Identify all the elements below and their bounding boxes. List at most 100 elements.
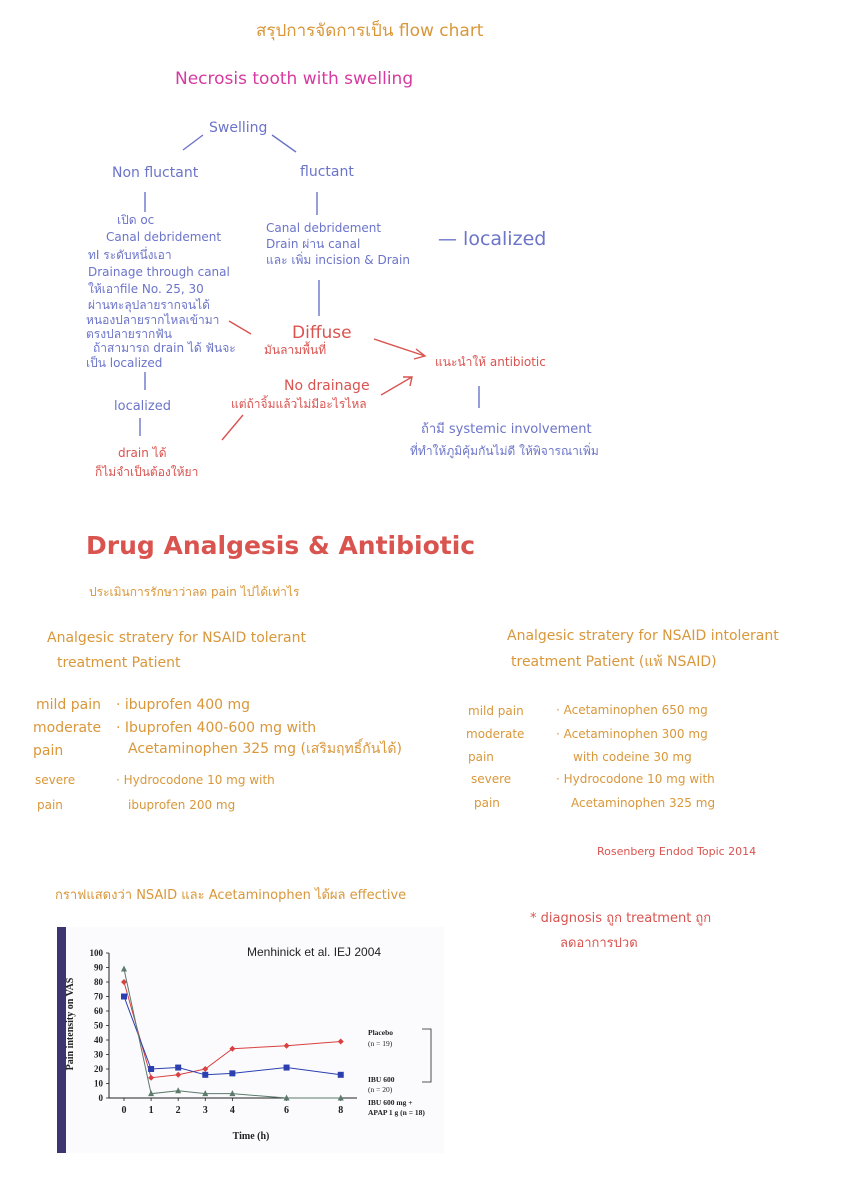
intolerant-heading-1: Analgesic stratery for NSAID intolerant xyxy=(507,628,779,644)
dose-label: pain xyxy=(468,750,494,764)
x-tick-label: 6 xyxy=(284,1105,289,1116)
x-tick-label: 2 xyxy=(176,1105,181,1116)
data-point xyxy=(337,1071,344,1078)
legend-ibu: IBU 600 xyxy=(368,1075,395,1084)
data-point xyxy=(229,1070,236,1077)
data-point xyxy=(202,1066,209,1072)
note-line: ผ่านทะลุปลายรากจนได้ xyxy=(88,298,210,312)
note-line: Canal debridement xyxy=(106,230,222,244)
data-point xyxy=(283,1094,290,1101)
localized-label: — localized xyxy=(438,228,547,250)
y-tick-label: 70 xyxy=(94,992,104,1002)
pain-chart: Menhinick et al. IEJ 2004 Time (h) Pain … xyxy=(57,927,444,1153)
y-tick-label: 40 xyxy=(94,1035,104,1045)
x-tick-label: 0 xyxy=(122,1105,127,1116)
flowchart-lines xyxy=(139,134,480,441)
dose-label: severe xyxy=(471,772,512,786)
data-point xyxy=(121,965,127,972)
series-line xyxy=(123,968,341,1099)
chart-title: Menhinick et al. IEJ 2004 xyxy=(247,945,381,959)
legend-placebo: Placebo xyxy=(368,1028,393,1037)
note-line-1: * diagnosis ถูก treatment ถูก xyxy=(530,911,712,926)
fluctant-note-3: และ เพิ่ม incision & Drain xyxy=(266,253,410,267)
dose-value: · Acetaminophen 650 mg xyxy=(556,703,708,717)
data-point xyxy=(283,1064,290,1071)
series-line xyxy=(123,981,341,1079)
no-drainage-node: No drainage xyxy=(284,378,370,394)
systemic-line1: ถ้ามี systemic involvement xyxy=(421,422,592,437)
x-tick-label: 1 xyxy=(149,1105,154,1116)
data-point xyxy=(283,1042,290,1049)
tolerant-heading-1: Analgesic stratery for NSAID tolerant xyxy=(47,630,306,646)
chart-xlabel: Time (h) xyxy=(233,1131,270,1142)
dose-label: severe xyxy=(35,773,76,787)
page-title: สรุปการจัดการเป็น flow chart xyxy=(256,21,484,41)
assess-note: ประเมินการรักษาว่าลด pain ไปได้เท่าไร xyxy=(89,585,300,599)
dose-value: Acetaminophen 325 mg xyxy=(571,796,716,810)
chart-side-bar xyxy=(57,927,66,1153)
x-tick-label: 3 xyxy=(203,1105,208,1116)
drug-title: Drug Analgesis & Antibiotic xyxy=(86,531,476,560)
note-line: เป็น localized xyxy=(86,356,163,370)
swelling-node: Swelling xyxy=(209,120,268,136)
page-subtitle: Necrosis tooth with swelling xyxy=(175,69,414,89)
dose-label: mild pain xyxy=(468,704,524,718)
x-tick-label: 8 xyxy=(338,1105,343,1116)
dose-label: pain xyxy=(37,798,63,812)
note-line: ให้เอาfile No. 25, 30 xyxy=(88,282,204,296)
legend-placebo-n: (n = 19) xyxy=(368,1039,393,1048)
note-line: เปิด oc xyxy=(117,213,155,227)
data-point xyxy=(148,1074,155,1081)
dose-label: moderate xyxy=(33,720,102,736)
dose-value: · Hydrocodone 10 mg with xyxy=(556,772,715,786)
diffuse-sub: มันลามพื้นที่ xyxy=(264,343,327,357)
note-line: ทI ระดับหนึ่งเอา xyxy=(88,248,172,262)
data-point xyxy=(202,1071,209,1078)
note-line: ตรงปลายรากฟัน xyxy=(86,327,172,341)
dose-value: ibuprofen 200 mg xyxy=(128,798,236,812)
no-drainage-sub: แต่ถ้าจิ้มแล้วไม่มีอะไรไหล xyxy=(231,397,367,411)
data-point xyxy=(175,1064,182,1071)
dose-value: Acetaminophen 325 mg (เสริมฤทธิ์กันได้) xyxy=(128,741,402,757)
note-line: หนองปลายรากไหลเข้ามา xyxy=(86,313,220,327)
graph-caption: กราฟแสดงว่า NSAID และ Acetaminophen ได้ผ… xyxy=(55,888,407,903)
reference: Rosenberg Endod Topic 2014 xyxy=(597,845,757,858)
y-tick-label: 30 xyxy=(94,1050,104,1060)
data-point xyxy=(148,1090,155,1097)
dose-value: · ibuprofen 400 mg xyxy=(116,697,251,713)
dose-value: with codeine 30 mg xyxy=(573,750,692,764)
dose-label: moderate xyxy=(466,727,525,741)
y-tick-label: 90 xyxy=(94,963,104,973)
drain-ok-line1: drain ได้ xyxy=(118,446,167,460)
diffuse-node: Diffuse xyxy=(292,323,352,343)
y-tick-label: 80 xyxy=(94,977,104,987)
chart-svg: Menhinick et al. IEJ 2004 Time (h) Pain … xyxy=(57,927,432,1153)
legend-ibu-n: (n = 20) xyxy=(368,1085,393,1094)
dose-label: mild pain xyxy=(36,697,101,713)
systemic-line2: ที่ทำให้ภูมิคุ้มกันไม่ดี ให้พิจารณาเพิ่ม xyxy=(410,444,599,458)
fluctant-note-2: Drain ผ่าน canal xyxy=(266,237,361,251)
drain-ok-line2: ก็ไม่จำเป็นต้องให้ยา xyxy=(95,465,199,479)
data-point xyxy=(175,1087,182,1094)
data-point xyxy=(121,979,127,985)
dose-value: · Acetaminophen 300 mg xyxy=(556,727,708,741)
data-point xyxy=(148,1066,155,1072)
tolerant-heading-2: treatment Patient xyxy=(57,655,181,671)
legend-combo: IBU 600 mg + xyxy=(368,1098,412,1107)
data-point xyxy=(202,1090,209,1097)
fluctant-node: fluctant xyxy=(300,164,354,180)
note-line-2: ลดอาการปวด xyxy=(560,936,638,951)
x-tick-label: 4 xyxy=(230,1105,235,1116)
y-tick-label: 10 xyxy=(94,1079,104,1089)
legend-combo-2: APAP 1 g (n = 18) xyxy=(368,1108,425,1117)
y-tick-label: 0 xyxy=(99,1093,104,1103)
data-point xyxy=(337,1038,344,1045)
data-point xyxy=(229,1090,236,1097)
non-fluctant-node: Non fluctant xyxy=(112,165,199,181)
antibiotic-node: แนะนำให้ antibiotic xyxy=(435,355,546,369)
fluctant-note-1: Canal debridement xyxy=(266,221,382,235)
y-tick-label: 20 xyxy=(94,1064,104,1074)
dose-label: pain xyxy=(33,743,64,759)
chart-ylabel: Pain intensity on VAS xyxy=(65,977,76,1070)
dose-value: · Hydrocodone 10 mg with xyxy=(116,773,275,787)
